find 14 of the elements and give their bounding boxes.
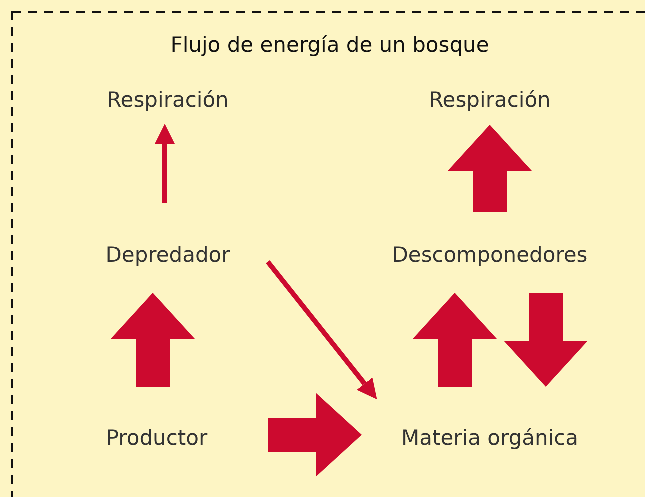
- node-label: Descomponedores: [384, 210, 596, 294]
- arrow: [413, 293, 497, 387]
- title: Flujo de energía de un bosque: [170, 33, 490, 57]
- arrow: [504, 293, 588, 387]
- arrow: [111, 293, 195, 387]
- node-label: Materia orgánica: [359, 385, 587, 455]
- arrow: [448, 125, 532, 212]
- arrow: [155, 124, 175, 203]
- node-label: Respiración: [421, 83, 559, 127]
- node-label: Depredador: [98, 202, 270, 294]
- arrow: [268, 393, 362, 477]
- node-label: Productor: [98, 385, 270, 455]
- node-label: Respiración: [99, 83, 237, 127]
- arrow: [266, 260, 378, 400]
